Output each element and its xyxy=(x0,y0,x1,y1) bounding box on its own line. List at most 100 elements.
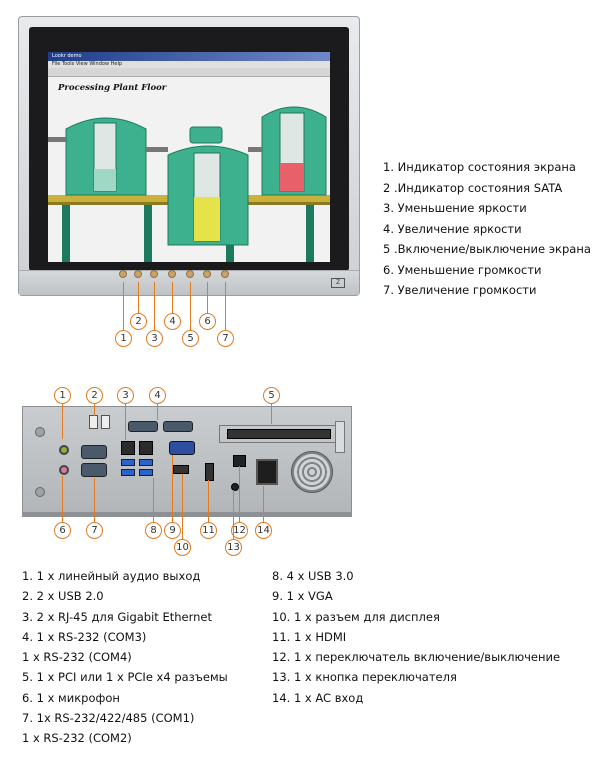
rear-callout-3: 3 xyxy=(117,387,134,404)
callout-line xyxy=(172,455,173,523)
callout-line xyxy=(271,402,272,424)
front-list-item: 3. Уменьшение яркости xyxy=(383,201,527,215)
rear-list-item: 12. 1 x переключатель включение/выключен… xyxy=(272,650,561,665)
volume-down-button[interactable] xyxy=(203,270,211,278)
rear-list-item: 6. 1 x микрофон xyxy=(22,690,120,705)
switch-button[interactable] xyxy=(231,483,239,491)
usb3-port xyxy=(139,469,153,476)
callout-line xyxy=(233,490,234,540)
rear-list-item: 3. 2 x RJ-45 для Gigabit Ethernet xyxy=(22,609,212,624)
ac-inlet xyxy=(256,459,278,485)
rear-port-list-left: 1. 1 x линейный аудио выход 2. 2 x USB 2… xyxy=(22,566,228,749)
rear-list-item: 11. 1 x HDMI xyxy=(272,629,347,644)
front-list-item: 4. Увеличение яркости xyxy=(383,221,522,236)
front-list-item: 5 .Включение/выключение экрана xyxy=(383,242,591,256)
pci-bracket xyxy=(219,425,337,443)
callout-line xyxy=(62,476,63,523)
rear-callout-4: 4 xyxy=(149,387,166,404)
screen-frame: Lookr demo File Tools View Window Help P… xyxy=(29,27,349,271)
rear-callout-11: 11 xyxy=(200,522,217,539)
plant-illustration xyxy=(48,106,330,262)
rear-callout-12: 12 xyxy=(231,522,248,539)
brightness-up-button[interactable] xyxy=(168,270,176,278)
callout-line xyxy=(138,282,139,314)
usb3-port xyxy=(121,459,135,466)
line-out-jack xyxy=(59,445,69,455)
screen-power-button[interactable] xyxy=(186,270,194,278)
front-callout-2: 2 xyxy=(130,313,147,330)
front-callout-3: 3 xyxy=(146,330,163,347)
rear-callout-8: 8 xyxy=(145,522,162,539)
callout-line xyxy=(154,282,155,331)
screen-status-led xyxy=(119,270,127,278)
rear-callout-6: 6 xyxy=(54,522,71,539)
window-menu: File Tools View Window Help xyxy=(48,61,330,68)
rear-callout-1: 1 xyxy=(54,387,71,404)
brand-logo-icon: Z xyxy=(331,278,345,288)
rear-port-list-right: 8. 4 x USB 3.0 9. 1 x VGA 10. 1 x разъем… xyxy=(272,566,560,708)
callout-line xyxy=(190,282,191,331)
usb3-port xyxy=(121,469,135,476)
rear-list-item: 8. 4 x USB 3.0 xyxy=(272,569,354,583)
usb2-port xyxy=(101,415,110,429)
display-screen: Lookr demo File Tools View Window Help P… xyxy=(48,52,330,262)
hdmi-port xyxy=(205,463,214,481)
usb2-port xyxy=(89,415,98,429)
callout-line xyxy=(225,282,226,331)
vga-port xyxy=(169,441,195,455)
front-callout-1: 1 xyxy=(115,330,132,347)
com3-port xyxy=(128,421,158,432)
rear-list-item: 1. 1 x линейный аудио выход xyxy=(22,569,201,583)
callout-line xyxy=(123,282,124,331)
callout-line xyxy=(239,466,240,523)
rear-callout-14: 14 xyxy=(255,522,272,539)
window-toolbar xyxy=(48,68,330,77)
rear-base xyxy=(22,512,352,517)
callout-line xyxy=(207,282,208,314)
front-panel: Lookr demo File Tools View Window Help P… xyxy=(18,16,360,296)
rear-callout-7: 7 xyxy=(86,522,103,539)
front-feature-list: 1. Индикатор состояния экрана 2 .Индикат… xyxy=(383,157,591,301)
callout-line xyxy=(94,478,95,523)
rear-list-item: 10. 1 x разъем для дисплея xyxy=(272,609,440,624)
rear-callout-2: 2 xyxy=(86,387,103,404)
fan-grille-icon xyxy=(291,451,333,493)
rear-list-item: 14. 1 x AC вход xyxy=(272,690,364,705)
callout-line xyxy=(157,402,158,420)
front-callout-7: 7 xyxy=(217,330,234,347)
expansion-latch xyxy=(335,421,345,453)
display-connector xyxy=(173,465,189,474)
callout-line xyxy=(208,480,209,523)
front-list-item: 2 .Индикатор состояния SATA xyxy=(383,180,563,195)
volume-up-button[interactable] xyxy=(221,270,229,278)
rear-list-item: 1 x RS-232 (COM4) xyxy=(22,650,132,665)
com4-port xyxy=(163,421,193,432)
screw-icon xyxy=(35,427,45,437)
front-list-item: 6. Уменьшение громкости xyxy=(383,262,542,277)
sata-status-led xyxy=(134,270,142,278)
com1-port xyxy=(81,445,107,459)
rear-list-item: 5. 1 x PCI или 1 x PCIe x4 разъемы xyxy=(22,670,228,685)
callout-line xyxy=(94,402,95,416)
callout-line xyxy=(172,282,173,314)
rear-list-item: 13. 1 x кнопка переключателя xyxy=(272,670,457,685)
com2-port xyxy=(81,463,107,477)
callout-line xyxy=(125,402,126,440)
rj45-port xyxy=(121,441,135,455)
mic-jack xyxy=(59,465,69,475)
plant-scene: Processing Plant Floor xyxy=(48,77,330,262)
front-callout-5: 5 xyxy=(182,330,199,347)
callout-line xyxy=(263,486,264,523)
rear-list-item: 9. 1 x VGA xyxy=(272,589,333,604)
front-callout-6: 6 xyxy=(199,313,216,330)
callout-line xyxy=(62,402,63,439)
window-title: Lookr demo xyxy=(48,52,330,61)
rear-list-item: 7. 1x RS-232/422/485 (COM1) xyxy=(22,711,195,726)
brightness-down-button[interactable] xyxy=(150,270,158,278)
callout-line xyxy=(182,474,183,540)
plant-title: Processing Plant Floor xyxy=(58,83,167,93)
front-list-item: 7. Увеличение громкости xyxy=(383,283,537,297)
rear-callout-13: 13 xyxy=(225,539,242,556)
rear-list-item: 4. 1 x RS-232 (COM3) xyxy=(22,629,147,644)
rear-callout-9: 9 xyxy=(164,522,181,539)
